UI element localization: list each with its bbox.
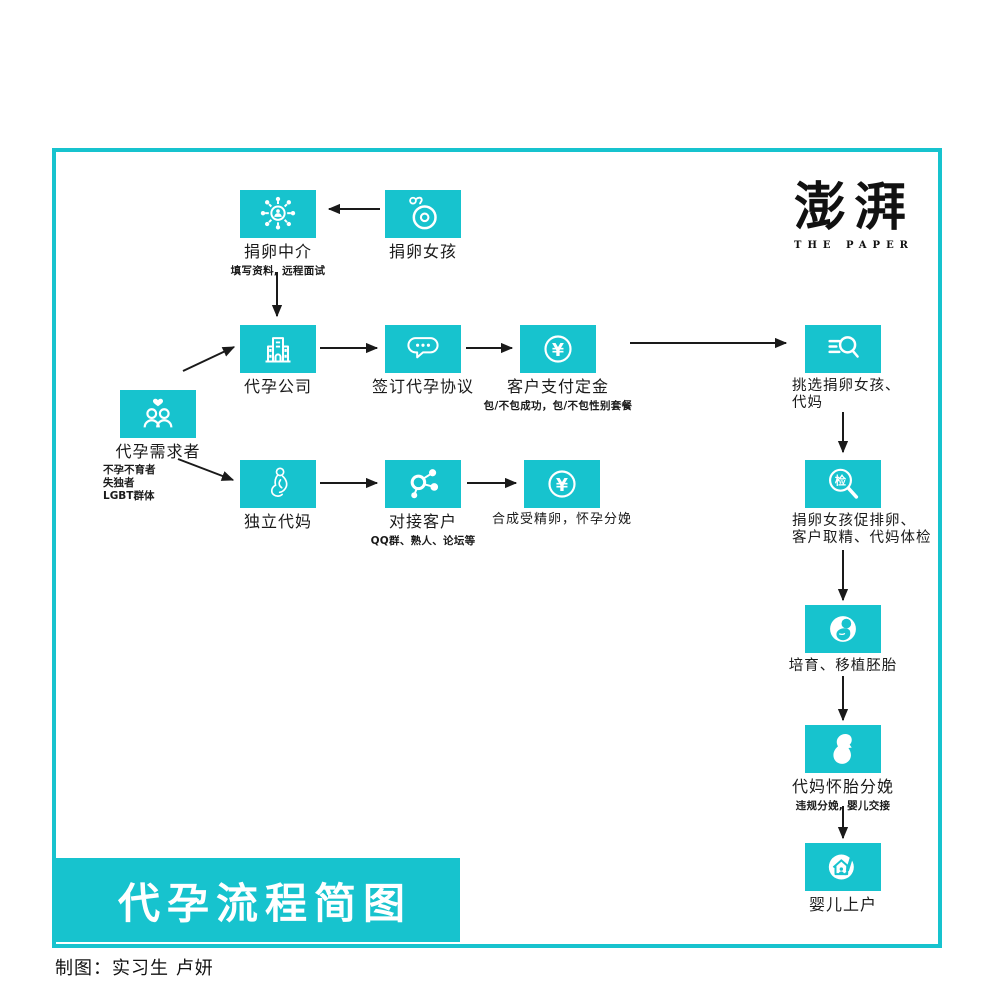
node-label-line1: 捐卵女孩促排卵、	[792, 513, 916, 529]
independent-surrogate-tile	[240, 460, 316, 508]
pregnant-woman-silhouette-icon	[833, 734, 852, 764]
chat-bubble-icon	[407, 337, 439, 359]
node-select-donor: 挑选捐卵女孩、 代妈	[792, 325, 900, 411]
yen-circle-icon: ¥	[544, 335, 572, 363]
node-label-line2: 代妈	[792, 394, 823, 411]
subtype-lost-only-child: 失独者	[103, 477, 135, 490]
node-fertilize: ¥ 合成受精卵，怀孕分娩	[492, 460, 631, 528]
subtype-lgbt: LGBT群体	[103, 490, 155, 503]
border-frame	[52, 148, 942, 948]
credit-line: 制图：实习生 卢妍	[55, 958, 214, 979]
node-subtext: 填写资料, 远程面试	[230, 265, 326, 278]
yen-circle-icon: ¥	[548, 470, 576, 498]
node-label: 代妈怀胎分娩	[792, 777, 895, 796]
baby-registration-tile	[805, 843, 881, 891]
pregnant-woman-outline-icon	[270, 467, 288, 497]
node-independent-surrogate: 独立代妈	[240, 460, 316, 531]
node-baby-registration: 婴儿上户	[805, 843, 881, 914]
check-glyph: 检	[835, 473, 847, 487]
demander-tile	[120, 390, 196, 438]
demander-subtypes: 不孕不育者 失独者 LGBT群体	[103, 464, 156, 503]
search-list-icon	[828, 336, 859, 358]
node-label: 合成受精卵，怀孕分娩	[492, 512, 633, 527]
node-label: 代孕公司	[243, 377, 312, 396]
surrogate-delivery-tile	[805, 725, 881, 773]
node-donor-girl: 捐卵女孩	[385, 190, 461, 261]
house-registration-icon	[828, 854, 854, 880]
node-label: 捐卵女孩	[388, 242, 457, 261]
node-pay-deposit: ¥ 客户支付定金 包/不包成功，包/不包性别套餐	[484, 325, 632, 413]
node-label: 签订代孕协议	[372, 377, 475, 396]
node-surrogacy-company: 代孕公司	[240, 325, 316, 396]
node-label: 对接客户	[388, 512, 457, 531]
couple-heart-icon	[143, 398, 173, 428]
node-connect-clients: 对接客户 QQ群、熟人、论坛等	[371, 460, 475, 548]
magnifier-check-icon: 检	[829, 468, 859, 499]
page-title: 代孕流程简图	[118, 878, 413, 928]
select-donor-tile	[805, 325, 881, 373]
thepaper-logo: 澎湃 THE PAPER	[778, 177, 930, 252]
node-donor-agency: 捐卵中介 填写资料, 远程面试	[231, 190, 325, 278]
yen-glyph: ¥	[556, 476, 568, 496]
donor-girl-tile	[385, 190, 461, 238]
title-banner: 代孕流程简图	[56, 858, 460, 942]
node-label: 捐卵中介	[243, 242, 312, 261]
node-demander: 代孕需求者 不孕不育者 失独者 LGBT群体	[103, 390, 200, 503]
node-sign-agreement: 签订代孕协议	[372, 325, 473, 396]
share-network-icon	[410, 469, 439, 499]
pay-deposit-tile: ¥	[520, 325, 596, 373]
surrogacy-company-tile	[240, 325, 316, 373]
logo-hanzi: 澎湃	[793, 177, 914, 238]
medical-check-tile: 检	[805, 460, 881, 508]
node-medical-check: 检 捐卵女孩促排卵、 客户取精、代妈体检	[792, 460, 931, 546]
node-surrogate-delivery: 代妈怀胎分娩 违规分娩, 婴儿交接	[792, 725, 893, 813]
node-label: 独立代妈	[243, 512, 312, 531]
donor-agency-tile	[240, 190, 316, 238]
subtype-infertile: 不孕不育者	[103, 464, 156, 477]
logo-latin: THE PAPER	[794, 240, 914, 251]
node-label-line2: 客户取精、代妈体检	[792, 529, 932, 546]
node-label: 代孕需求者	[115, 442, 201, 461]
yen-glyph: ¥	[552, 341, 564, 361]
node-subtext: 违规分娩, 婴儿交接	[795, 800, 891, 813]
fertilize-tile: ¥	[524, 460, 600, 508]
connect-clients-tile	[385, 460, 461, 508]
agency-hub-icon	[260, 196, 296, 230]
node-label: 婴儿上户	[808, 895, 877, 914]
fetus-icon	[830, 616, 856, 642]
node-subtext: QQ群、熟人、论坛等	[370, 535, 476, 548]
node-label: 客户支付定金	[507, 377, 610, 396]
node-label-line1: 挑选捐卵女孩、	[792, 378, 901, 394]
node-embryo: 培育、移植胚胎	[789, 605, 896, 675]
node-subtext: 包/不包成功，包/不包性别套餐	[483, 400, 633, 413]
node-label: 培育、移植胚胎	[788, 658, 898, 674]
sign-agreement-tile	[385, 325, 461, 373]
embryo-tile	[805, 605, 881, 653]
company-building-icon	[265, 337, 291, 363]
egg-sperm-icon	[409, 196, 437, 230]
